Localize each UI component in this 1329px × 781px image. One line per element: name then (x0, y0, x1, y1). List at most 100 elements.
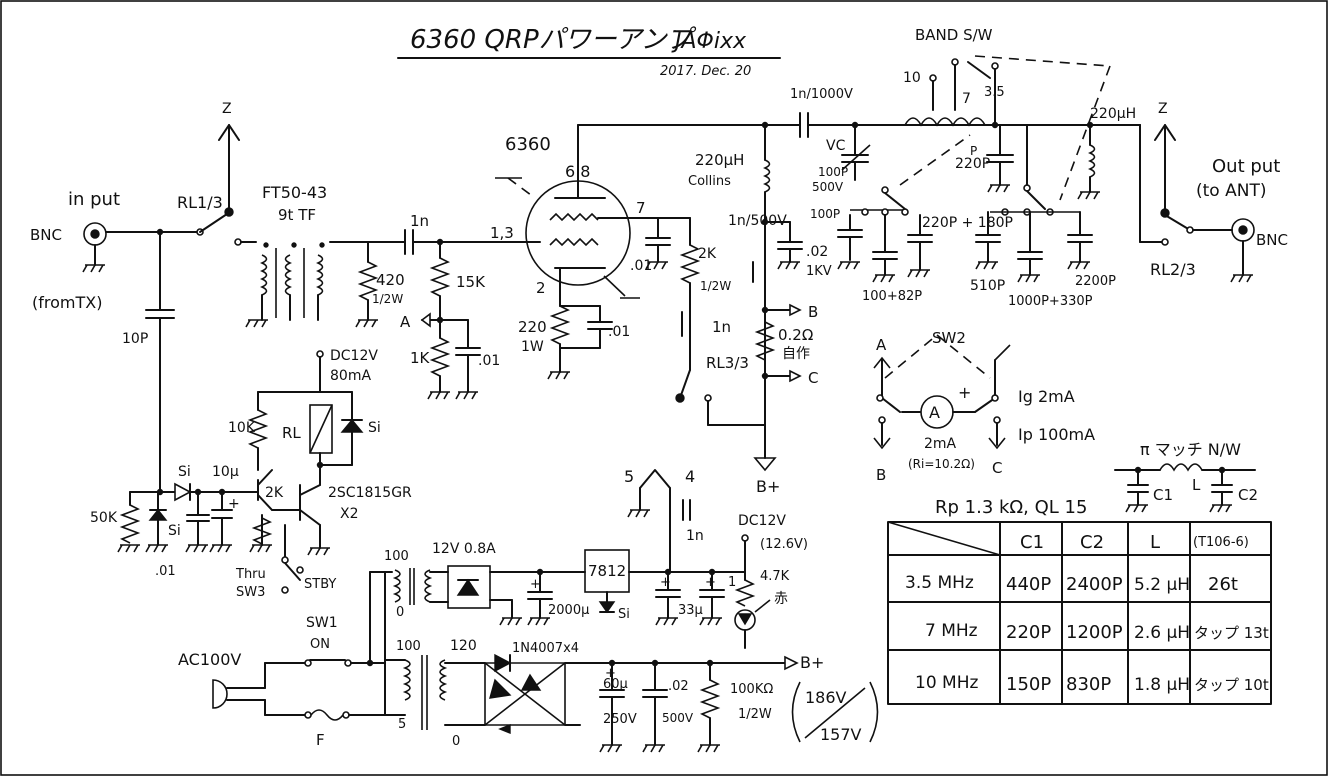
sw2-arm-a[interactable] (881, 397, 901, 413)
ground-symbol (145, 544, 168, 553)
title-date: 2017. Dec. 20 (660, 64, 751, 79)
cap-2200-label: 2200P (1075, 274, 1116, 289)
res-100k-label: 100KΩ (730, 682, 773, 697)
relay-supply-current: 80mA (330, 368, 371, 384)
pin-5-label: 5 (624, 467, 634, 486)
sw3-arm[interactable] (284, 562, 301, 581)
table-header-l: L (1150, 532, 1160, 553)
pin-7-label: 7 (636, 199, 646, 217)
vc-value: 100P (818, 165, 848, 179)
ground-symbol (249, 544, 272, 553)
table-row: 7 MHz 220P 1200P 2.6 μH タップ 13t (925, 621, 1269, 643)
res-02-label: 0.2Ω (778, 326, 813, 344)
table-caption: Rp 1.3 kΩ, QL 15 (935, 497, 1087, 518)
ground-symbol (907, 269, 930, 278)
ground-symbol (455, 391, 478, 400)
cap-02-label: .02 (806, 244, 828, 260)
cap-01-in-label: .01 (478, 353, 500, 369)
table-cell: 440P (1006, 574, 1051, 595)
transformer-winding (260, 254, 268, 296)
meter-node-a: A (876, 336, 887, 354)
table-cell: 5.2 μH (1134, 575, 1190, 595)
svg-text:+: + (705, 575, 716, 590)
transformer-turns: 9t TF (278, 206, 316, 224)
cap-1n-screen-label: 1n (712, 318, 731, 336)
v-open-label: 186V (805, 688, 847, 707)
ground-symbol (645, 261, 668, 270)
cap-220p-label: 220P (955, 156, 990, 172)
choke-label: 220μH (695, 151, 744, 169)
regulator-label: 7812 (588, 562, 626, 580)
sw3-thru-label: Thru (235, 567, 266, 582)
res-1k (429, 337, 451, 377)
node-b-label: B (808, 303, 818, 321)
tap-100a-label: 100 (384, 549, 409, 564)
res-02-shunt (754, 321, 776, 361)
table-cell: タップ 13t (1194, 624, 1269, 642)
transistor-label: 2SC1815GR (328, 485, 412, 501)
diode-si-reg-label: Si (618, 607, 630, 622)
cap-02-ps-volt: 500V (662, 711, 694, 725)
table-cell: 10 MHz (915, 673, 978, 693)
band-sw-label: BAND S/W (915, 26, 993, 44)
table-cell: 1.8 μH (1134, 675, 1190, 695)
input-label: in put (68, 189, 120, 210)
svg-text:+: + (605, 666, 616, 681)
bridge-rectifier-12v (447, 565, 491, 609)
from-tx-label: (fromTX) (32, 293, 102, 312)
transistor-qty: X2 (340, 506, 359, 522)
ground-symbols (117, 184, 1253, 753)
sec-0-label: 0 (452, 734, 460, 749)
res-10k-label: 10K (228, 420, 256, 436)
winding-dot (263, 242, 269, 248)
transformer-ft50-43 (260, 242, 325, 321)
transformer-ht-primary (402, 659, 411, 701)
res-02-note: 自作 (782, 346, 810, 362)
led-red-label: 赤 (774, 591, 788, 607)
tube-label: 6360 (505, 134, 551, 155)
svg-text:+: + (228, 496, 240, 512)
meter-ri: (Ri=10.2Ω) (908, 457, 975, 471)
table-cell: 1200P (1066, 622, 1123, 643)
table-cell: 3.5 MHz (905, 573, 974, 593)
dc-out-volt: (12.6V) (760, 537, 808, 552)
cap-1n-in-label: 1n (410, 212, 429, 230)
choke-type: Collins (688, 174, 731, 189)
svg-text:Z: Z (1158, 101, 1168, 117)
pi-inductor (1159, 463, 1203, 472)
relay1-label: RL1/3 (177, 193, 223, 212)
ground-symbol (427, 391, 450, 400)
cap-60u-label: 60μ (603, 677, 628, 692)
table-cell: 2400P (1066, 574, 1123, 595)
band-10-label: 10 (903, 70, 921, 86)
cap-1u-label: 1 (728, 575, 736, 590)
sw2-arm-b[interactable] (974, 397, 996, 413)
cap-01-driver-label: .01 (155, 564, 176, 579)
ground-symbol (699, 617, 722, 626)
tube-grid-1 (549, 212, 599, 222)
bplus-arrow-tube (753, 457, 777, 472)
meter-node-b: B (876, 466, 886, 484)
meter-range: 2mA (924, 436, 957, 452)
sw3-stby-label: STBY (304, 577, 336, 592)
choke-out-label: 220μH (1090, 106, 1136, 122)
diode-si-reg (598, 601, 616, 614)
dc-out-label: DC12V (738, 513, 786, 529)
ground-symbol (1230, 274, 1253, 283)
node-a-label: A (400, 313, 411, 331)
svg-text:+: + (958, 383, 971, 402)
band-sw-arm[interactable] (967, 61, 991, 79)
ground-symbol (837, 261, 860, 270)
res-50k-label: 50K (90, 510, 118, 526)
cap-coupling-label: 1n/1000V (790, 87, 853, 102)
res-420-label: 420 (376, 271, 405, 289)
res-15k (429, 257, 451, 297)
relay3-label: RL3/3 (706, 354, 749, 372)
res-2k-watt: 1/2W (700, 279, 731, 293)
res-1k-label: 1K (410, 349, 431, 367)
diode-si-clamp-label: Si (168, 523, 181, 539)
res-420 (357, 261, 379, 301)
cap-1000-330-label: 1000P+330P (1008, 294, 1093, 309)
